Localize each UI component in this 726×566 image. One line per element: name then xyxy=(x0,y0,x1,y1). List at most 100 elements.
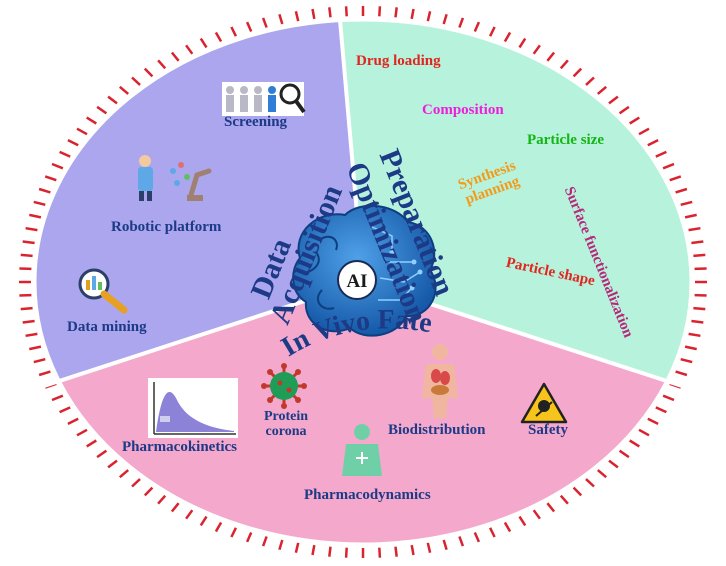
tick-mark xyxy=(279,14,282,24)
tick-mark xyxy=(186,510,192,519)
tick-mark xyxy=(663,396,674,400)
tick-mark xyxy=(313,545,315,555)
tick-mark xyxy=(681,359,693,362)
tick-mark xyxy=(45,176,56,180)
tick-mark xyxy=(52,396,63,400)
tick-mark xyxy=(475,533,479,542)
tick-mark xyxy=(279,540,282,550)
tick-mark xyxy=(26,334,38,336)
tick-mark xyxy=(630,441,640,447)
tick-mark xyxy=(52,164,63,168)
tick-mark xyxy=(609,461,618,468)
tick-mark xyxy=(396,547,397,557)
tick-mark xyxy=(428,543,430,553)
tick-mark xyxy=(685,215,697,218)
tick-mark xyxy=(39,189,50,192)
screening-label: Screening xyxy=(224,115,287,131)
tick-mark xyxy=(97,451,106,457)
tick-mark xyxy=(145,69,153,77)
tick-mark xyxy=(412,545,414,555)
pharmacodynamics-label: Pharmacodynamics xyxy=(304,488,431,504)
tick-mark xyxy=(87,441,97,447)
tick-mark xyxy=(475,22,479,31)
tick-mark xyxy=(158,60,165,68)
tick-mark xyxy=(534,510,540,519)
tick-mark xyxy=(676,372,687,375)
tick-mark xyxy=(263,18,267,28)
tick-mark xyxy=(691,242,703,244)
tick-mark xyxy=(656,407,667,412)
tick-mark xyxy=(379,6,380,16)
tick-mark xyxy=(505,523,510,532)
tick-mark xyxy=(639,129,649,135)
tick-mark xyxy=(23,321,35,323)
tick-mark xyxy=(656,152,667,157)
tick-mark xyxy=(26,228,38,230)
tick-mark xyxy=(689,334,701,336)
tick-mark xyxy=(23,242,35,244)
tick-mark xyxy=(547,53,554,61)
tick-mark xyxy=(639,430,649,436)
tick-mark xyxy=(505,33,510,42)
tick-mark xyxy=(296,543,298,553)
tick-mark xyxy=(29,347,41,350)
tick-mark xyxy=(172,53,179,61)
pharmacokinetics-label: Pharmacokinetics xyxy=(122,440,237,456)
tick-mark xyxy=(346,6,347,16)
tick-mark xyxy=(68,419,78,424)
tick-mark xyxy=(231,528,236,537)
tick-mark xyxy=(263,537,267,547)
tick-mark xyxy=(68,140,78,145)
tick-mark xyxy=(132,78,140,85)
tick-mark xyxy=(681,202,693,205)
tick-mark xyxy=(459,18,463,28)
tick-mark xyxy=(598,87,606,94)
tick-mark xyxy=(490,27,495,36)
tick-mark xyxy=(145,488,153,496)
tick-mark xyxy=(609,97,618,104)
tick-mark xyxy=(620,107,629,113)
tick-mark xyxy=(396,7,397,17)
tick-mark xyxy=(586,78,594,85)
protein-corona-line2: corona xyxy=(263,425,309,440)
tick-mark xyxy=(97,107,106,113)
tick-mark xyxy=(296,11,298,21)
tick-mark xyxy=(379,548,380,558)
tick-mark xyxy=(216,33,221,42)
tick-mark xyxy=(21,308,33,309)
tick-mark xyxy=(574,69,582,77)
tick-mark xyxy=(670,176,681,180)
tick-mark xyxy=(561,496,568,504)
tick-mark xyxy=(547,503,554,511)
tick-mark xyxy=(77,430,87,436)
tick-mark xyxy=(648,419,658,424)
tick-mark xyxy=(108,97,117,104)
protein-corona-label: Protein corona xyxy=(263,410,309,439)
tick-mark xyxy=(520,517,526,526)
tick-mark xyxy=(77,129,87,135)
tick-mark xyxy=(693,255,705,256)
tick-mark xyxy=(663,164,674,168)
tick-mark xyxy=(346,548,347,558)
tick-mark xyxy=(428,11,430,21)
tick-mark xyxy=(313,9,315,19)
drug-loading-label: Drug loading xyxy=(356,54,441,70)
virus-icon xyxy=(261,363,307,409)
tick-mark xyxy=(329,7,330,17)
tick-mark xyxy=(172,503,179,511)
tick-mark xyxy=(120,87,128,94)
ai-label: AI xyxy=(346,271,367,292)
tick-mark xyxy=(574,488,582,496)
tick-mark xyxy=(60,407,71,412)
tick-mark xyxy=(534,45,540,54)
tick-mark xyxy=(247,533,251,542)
tick-mark xyxy=(444,540,447,550)
composition-label: Composition xyxy=(422,103,504,119)
particle-size-label: Particle size xyxy=(527,133,604,149)
tick-mark xyxy=(201,39,207,48)
tick-mark xyxy=(247,22,251,31)
tick-mark xyxy=(108,461,117,468)
tick-mark xyxy=(216,523,221,532)
